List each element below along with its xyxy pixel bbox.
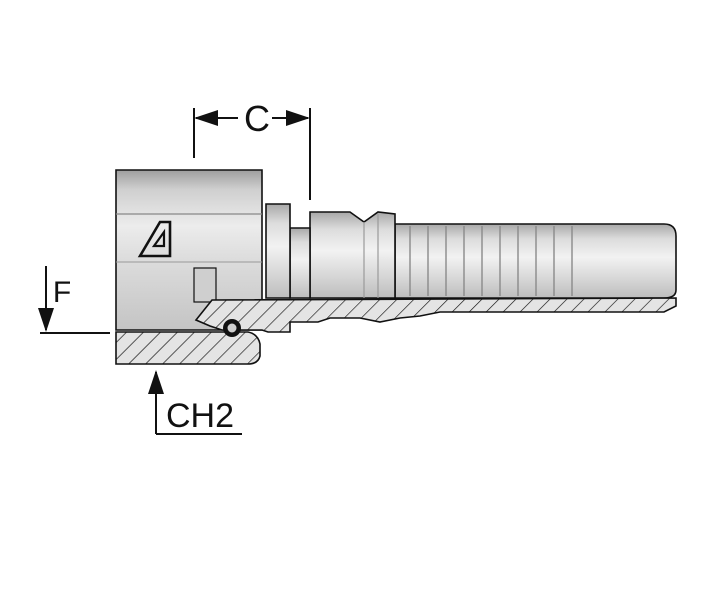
c-dimension: C bbox=[193, 98, 311, 200]
f-label: F bbox=[53, 276, 71, 309]
f-dimension: F bbox=[38, 266, 110, 334]
ch2-dimension: CH2 bbox=[148, 370, 242, 435]
c-label: C bbox=[244, 98, 270, 139]
logo-icon bbox=[137, 220, 172, 258]
hose-tail bbox=[265, 203, 677, 299]
ch2-label: CH2 bbox=[166, 397, 234, 435]
section-view bbox=[115, 297, 677, 365]
swivel-nut bbox=[115, 169, 263, 331]
